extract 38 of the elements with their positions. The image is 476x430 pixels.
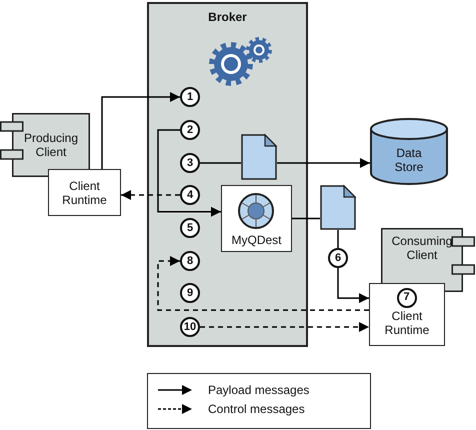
node-label: Consuming Client	[390, 234, 454, 263]
document-icon	[241, 134, 277, 180]
step-number-circle: 6	[328, 248, 348, 268]
arrow	[101, 92, 180, 169]
step-number-circle: 5	[180, 218, 200, 238]
client-runtime-box	[48, 169, 121, 216]
node-label: Data Store	[394, 146, 424, 175]
node-label: Client Runtime	[384, 309, 430, 339]
step-number-circle: 9	[180, 283, 200, 303]
legend-label: Control messages	[208, 402, 305, 416]
step-number-circle: 3	[180, 153, 200, 173]
step-number-circle: 7	[396, 288, 416, 308]
step-number-circle: 10	[180, 317, 200, 337]
component-box	[381, 228, 475, 292]
arrow	[277, 158, 370, 168]
queue-box	[221, 185, 292, 252]
legend-label: Payload messages	[208, 383, 310, 397]
node-label: MyQDest	[230, 233, 282, 248]
arrow	[157, 256, 369, 311]
arrow	[121, 190, 180, 200]
step-number-circle: 1	[180, 87, 200, 107]
client-runtime-box	[369, 283, 445, 346]
step-number-circle: 2	[180, 120, 200, 140]
connector-line	[337, 230, 339, 248]
group-title: Broker	[207, 10, 248, 24]
step-number-circle: 8	[180, 251, 200, 271]
arrow	[157, 129, 221, 217]
database-cylinder	[370, 118, 448, 185]
broker-panel	[147, 2, 308, 347]
arrow	[337, 268, 369, 304]
node-label: Client Runtime	[61, 179, 108, 209]
step-number-circle: 4	[180, 185, 200, 205]
document-icon	[320, 185, 356, 230]
arrow	[200, 322, 369, 332]
component-box	[0, 113, 90, 177]
connector-line	[200, 162, 241, 164]
connector-line	[292, 218, 320, 220]
node-label: Producing Client	[22, 131, 80, 160]
